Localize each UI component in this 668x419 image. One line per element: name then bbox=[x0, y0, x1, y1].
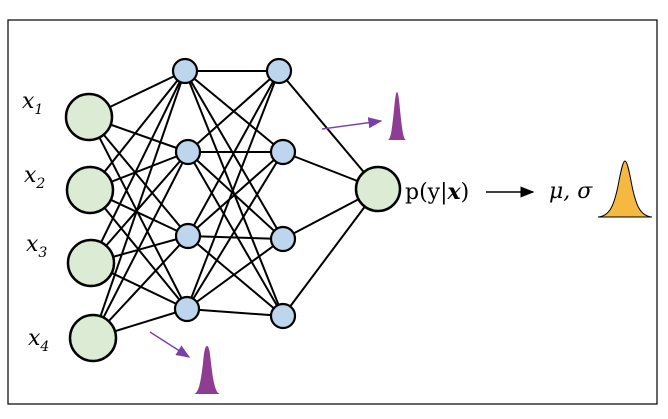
output-probability-label: p(y|x) bbox=[405, 179, 469, 205]
network-edge bbox=[89, 70, 186, 191]
input-labels: x1 x2 x3 x4 bbox=[22, 89, 49, 355]
input-node-1 bbox=[64, 92, 114, 142]
input-label-4: x4 bbox=[28, 326, 49, 355]
network-edge bbox=[186, 238, 284, 310]
network-edge bbox=[187, 151, 284, 237]
network-edge bbox=[92, 151, 189, 339]
network-edge bbox=[187, 70, 280, 237]
input-label-1: x1 bbox=[22, 89, 43, 118]
network-edge bbox=[186, 70, 280, 310]
network-edge bbox=[90, 70, 186, 264]
network-edge bbox=[88, 116, 189, 237]
output-node-1 bbox=[354, 165, 402, 213]
network-edge bbox=[186, 151, 284, 310]
network-edge bbox=[92, 70, 186, 339]
network-edge bbox=[187, 235, 284, 317]
hidden2-node-1 bbox=[265, 57, 293, 85]
network-edge bbox=[186, 308, 284, 317]
input-node-4 bbox=[68, 313, 118, 363]
network-edge bbox=[90, 151, 189, 264]
distribution-params-label: μ, σ bbox=[549, 179, 593, 204]
hidden1-node-2 bbox=[174, 138, 202, 166]
hidden1-node-3 bbox=[174, 222, 202, 250]
hidden2-node-2 bbox=[269, 138, 297, 166]
network-edge bbox=[187, 151, 284, 317]
hidden1-node-1 bbox=[171, 57, 199, 85]
network-edge bbox=[184, 70, 284, 240]
input-label-3: x3 bbox=[26, 232, 47, 261]
hidden2-node-3 bbox=[269, 225, 297, 253]
input-node-3 bbox=[66, 238, 116, 288]
network-edges bbox=[88, 70, 379, 339]
network-nodes bbox=[64, 57, 402, 363]
network-edge bbox=[278, 70, 379, 190]
annotation-arrow-top bbox=[321, 117, 383, 130]
hidden2-node-4 bbox=[269, 302, 297, 330]
distribution-icon-small-bottom bbox=[194, 346, 220, 394]
distribution-icon-small-top bbox=[388, 92, 406, 140]
annotation-arrow-bottom bbox=[149, 331, 191, 358]
network-edge bbox=[282, 188, 379, 317]
input-label-2: x2 bbox=[24, 163, 45, 192]
network-edge bbox=[187, 70, 280, 153]
input-node-2 bbox=[65, 165, 115, 215]
gaussian-distribution-icon bbox=[597, 160, 653, 218]
network-edge bbox=[187, 235, 284, 240]
network-edge bbox=[187, 151, 284, 240]
figure-border bbox=[7, 19, 658, 405]
hidden1-node-4 bbox=[173, 295, 201, 323]
